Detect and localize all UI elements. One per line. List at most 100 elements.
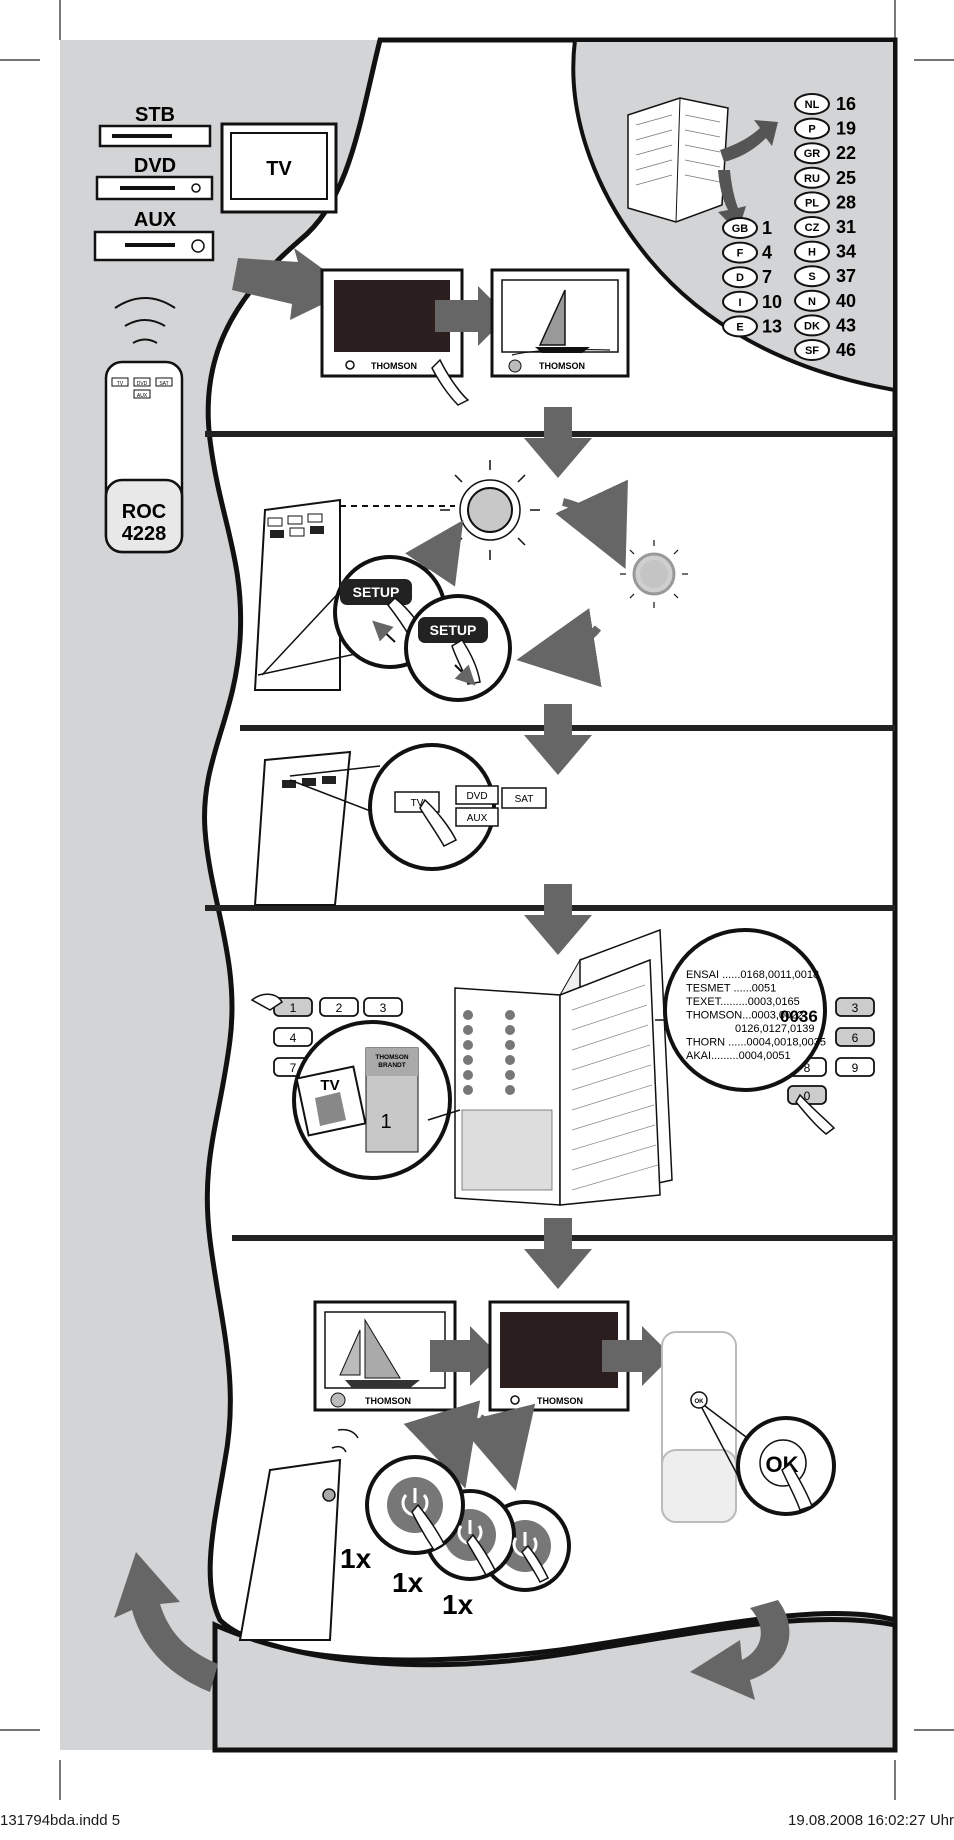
language-code: S xyxy=(808,271,815,283)
code-list-line: 0126,0127,0139 xyxy=(735,1023,815,1035)
pointing-hand-icon xyxy=(419,798,458,847)
keypad-key-label: 1 xyxy=(290,1001,297,1015)
device-tv-label: TV xyxy=(266,158,292,180)
language-page: 13 xyxy=(762,316,782,336)
language-code: GB xyxy=(732,223,749,235)
booklet-icon xyxy=(627,97,729,223)
language-page: 34 xyxy=(836,242,856,262)
sailboat-icon xyxy=(538,289,566,346)
remote-model-line1: ROC xyxy=(122,501,166,523)
language-code: NL xyxy=(805,99,820,111)
pointing-hand-icon xyxy=(781,1462,813,1511)
keypad-key: 4 xyxy=(273,1027,313,1047)
press-count-2: 1x xyxy=(392,1567,424,1598)
tv-test-off-brand-label: THOMSON xyxy=(537,1396,583,1406)
language-page: 4 xyxy=(762,243,772,263)
keypad-key-label: 0 xyxy=(804,1089,811,1103)
keypad-key-label: 7 xyxy=(290,1061,297,1075)
setup-zoom-circle-2: SETUP xyxy=(404,594,512,702)
lang-badge-ru: RU 25 xyxy=(794,166,856,189)
arrow-right-icon xyxy=(435,286,508,346)
remote-tab-tv: TV xyxy=(117,381,124,387)
device-dvd: DVD xyxy=(95,155,214,201)
lang-badge-n: N 40 xyxy=(794,289,856,312)
language-page: 40 xyxy=(836,291,856,311)
keypad-key-label: 3 xyxy=(380,1001,387,1015)
step-arrow-down-icon xyxy=(524,1218,592,1289)
power-zoom-circles xyxy=(365,1455,571,1592)
standby-led-icon xyxy=(508,359,522,373)
remote-model-line2: 4228 xyxy=(122,523,167,545)
tv-test-on: THOMSON xyxy=(313,1300,457,1412)
tv-test-brand-label: THOMSON xyxy=(365,1396,411,1406)
keypad-key: 9 xyxy=(835,1057,875,1077)
brand-digit: 1 xyxy=(380,1111,391,1133)
language-code: RU xyxy=(804,173,820,185)
keypad-key: 1 xyxy=(273,997,313,1017)
device-aux: AUX xyxy=(93,209,215,262)
keypad-key: 2 xyxy=(319,997,359,1017)
lang-badge-i: I 10 xyxy=(722,290,782,313)
code-list-line: TESMET ......0051 xyxy=(686,983,776,995)
language-page: 25 xyxy=(836,168,856,188)
pointing-hand-icon xyxy=(521,1544,550,1584)
remote-tab-sat: SAT xyxy=(159,381,168,387)
step-arrow-down-icon xyxy=(524,884,592,955)
language-code: CZ xyxy=(805,222,820,234)
remote-tab-aux: AUX xyxy=(137,393,148,399)
code-list-line: ENSAI ......0168,0011,0018 xyxy=(686,969,819,981)
code-list-line: AKAI.........0004,0051 xyxy=(686,1050,791,1062)
language-code: DK xyxy=(804,320,820,332)
keypad-key: 3 xyxy=(835,997,875,1017)
keypad-key-label: 9 xyxy=(852,1061,859,1075)
source-aux-label: AUX xyxy=(467,813,488,824)
arrow-up-left-icon xyxy=(114,1552,218,1692)
arrow-booklet-right-icon xyxy=(720,120,778,162)
footer-file: 131794bda.indd 5 xyxy=(0,1812,121,1829)
wavy-white-column xyxy=(202,37,898,1663)
keypad-key-label: 3 xyxy=(852,1001,859,1015)
pointing-hand-icon xyxy=(795,1093,836,1135)
device-stb: STB xyxy=(98,104,212,148)
language-code: N xyxy=(808,296,816,308)
source-sat-label: SAT xyxy=(515,794,534,805)
step-arrow-down-icon xyxy=(524,407,592,478)
arrow-right-icon xyxy=(602,1326,672,1386)
pointing-hand-icon xyxy=(466,1533,496,1577)
device-tv: TV xyxy=(220,122,338,214)
keypad-key-label: 4 xyxy=(290,1031,297,1045)
language-code: D xyxy=(736,272,744,284)
curved-arrow-icon xyxy=(555,479,628,569)
language-code: I xyxy=(738,297,741,309)
step2-remote xyxy=(253,498,455,691)
language-page: 37 xyxy=(836,266,856,286)
footer-timestamp: 19.08.2008 16:02:27 Uhr xyxy=(788,1812,954,1829)
keypad-key-label: 2 xyxy=(336,1001,343,1015)
arrow-right-icon xyxy=(430,1326,500,1386)
source-buttons: DVD AUX SAT xyxy=(455,785,547,827)
print-footer: 131794bda.indd 5 19.08.2008 16:02:27 Uhr xyxy=(0,1812,954,1832)
brand-line1: THOMSON xyxy=(375,1054,409,1061)
highlight-code: 0036 xyxy=(780,1007,818,1026)
lang-badge-cz: CZ 31 xyxy=(794,216,856,238)
step-arrow-down-icon xyxy=(524,704,592,775)
remote-ok: OK OK xyxy=(661,1331,836,1523)
setup-button-label-2: SETUP xyxy=(430,622,477,638)
code-list-line: THOMSON...0003,0022 xyxy=(686,1010,803,1022)
brand-zoom-circle: THOMSON BRANDT 1 TV xyxy=(292,1020,452,1180)
language-page: 16 xyxy=(836,94,856,114)
language-code: F xyxy=(737,248,744,260)
signal-waves-icon xyxy=(114,297,176,344)
source-tv-label: TV xyxy=(411,798,424,809)
language-page: 31 xyxy=(836,217,856,237)
language-page: 10 xyxy=(762,292,782,312)
